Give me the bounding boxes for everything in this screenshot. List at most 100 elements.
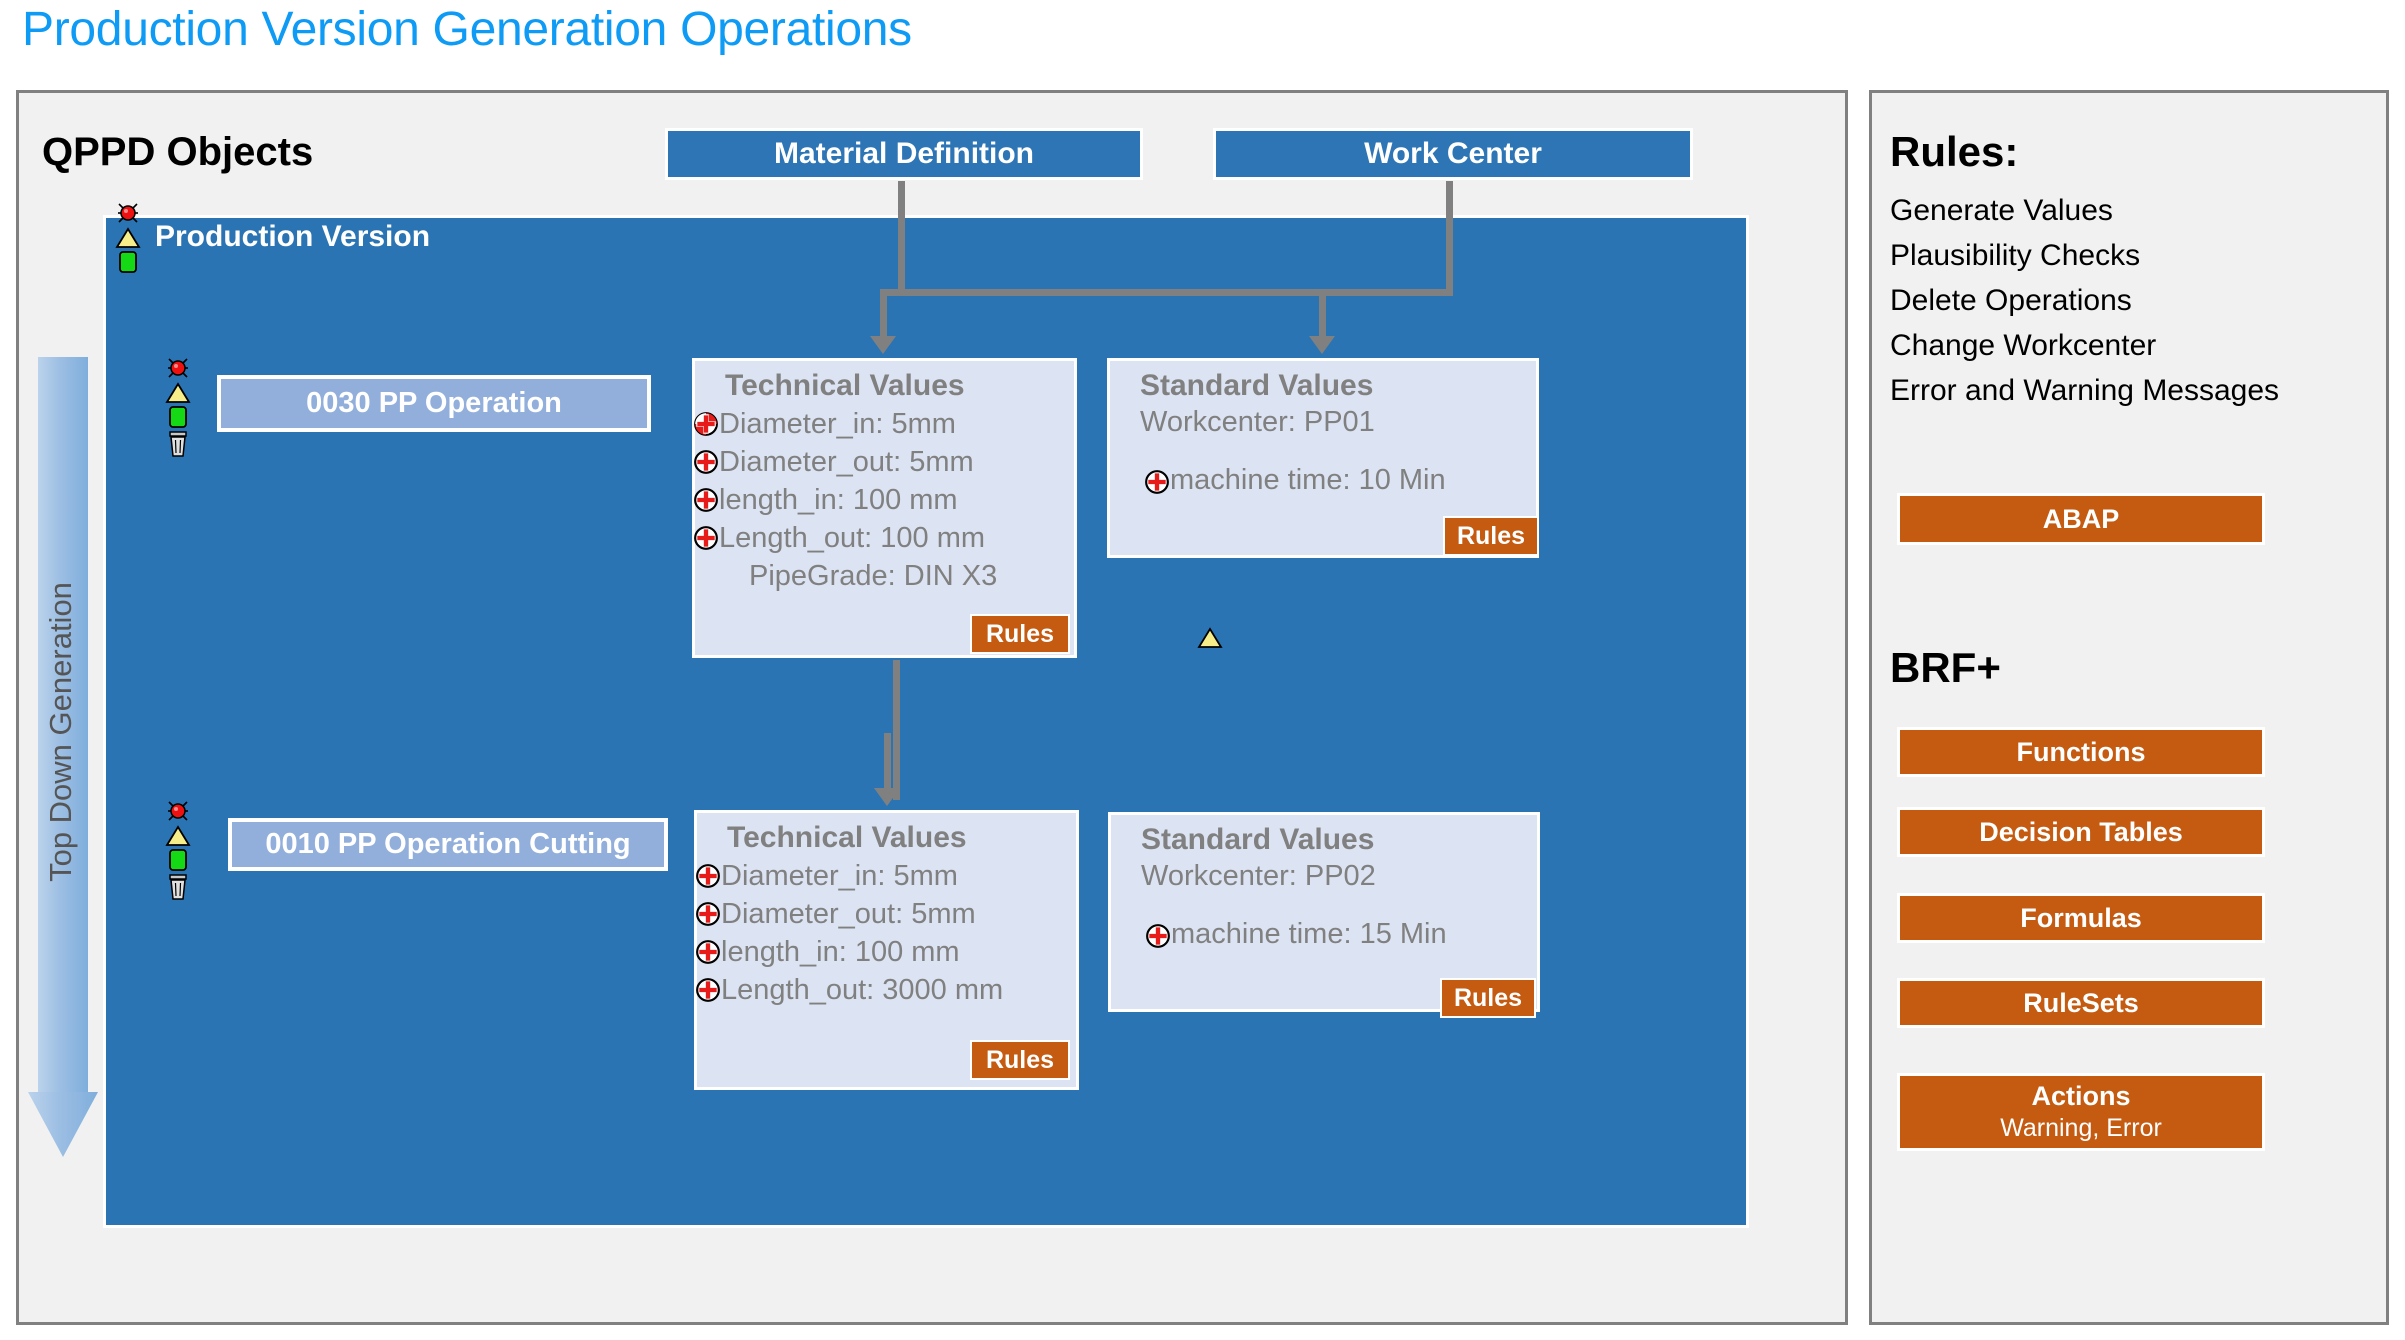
rules-list-item: Error and Warning Messages [1890,374,2280,407]
technical-value-line: Diameter_in: 5mm [696,857,1076,895]
abap-button[interactable]: ABAP [1897,493,2265,545]
green-status-icon [169,406,187,428]
trash-icon[interactable] [166,430,190,458]
operation-0010-box[interactable]: 0010 PP Operation Cutting [228,818,668,871]
technical-value-text: Diameter_in: 5mm [719,408,956,440]
red-lamp-icon [168,358,188,378]
technical-value-text: PipeGrade: DIN X3 [749,560,998,592]
connector-material-vertical [898,181,905,295]
qppd-objects-heading: QPPD Objects [42,130,314,174]
rules-tag-technical-values-0010[interactable]: Rules [970,1040,1070,1080]
standard-value-machine-time: machine time: 10 Min [1145,461,1536,499]
arrow-shaft [38,357,88,1092]
connector-arrow-standard-values-1 [1309,336,1335,354]
production-version-status-icons [112,200,144,275]
technical-value-text: Diameter_out: 5mm [719,446,974,478]
rules-list-item: Generate Values [1890,194,2113,227]
rules-tag-technical-values-0030[interactable]: Rules [970,614,1070,654]
technical-values-title: Technical Values [727,821,967,854]
yellow-warning-triangle-icon [1197,627,1223,648]
standard-values-title: Standard Values [1141,823,1375,856]
production-version-label: Production Version [155,220,431,253]
work-center-box[interactable]: Work Center [1213,128,1693,180]
standard-value-text: machine time: 15 Min [1171,918,1447,950]
rules-list-item: Delete Operations [1890,284,2132,317]
green-status-icon [169,849,187,871]
technical-value-line: Diameter_out: 5mm [694,443,1074,481]
brfplus-rulesets-button[interactable]: RuleSets [1897,978,2265,1028]
operation-0030-box[interactable]: 0030 PP Operation [217,375,651,432]
rule-marker-icon [694,488,718,512]
connector-tv1-to-tv2-lower [884,733,891,791]
abap-button-label: ABAP [2042,503,2120,534]
connector-arrow-technical-values-1 [870,336,896,354]
technical-value-line: Diameter_in: 5mm [694,405,1074,443]
rule-marker-icon [694,450,718,474]
brfplus-actions-label: Actions [2031,1081,2131,1111]
rules-list: Generate Values Plausibility Checks Dele… [1890,188,2370,413]
yellow-warning-triangle-icon [115,227,141,248]
technical-values-title: Technical Values [725,369,965,402]
connector-horizontal-bar [880,289,1453,296]
technical-value-line: Diameter_out: 5mm [696,895,1076,933]
technical-value-line: length_in: 100 mm [696,933,1076,971]
green-status-icon [119,251,137,273]
brfplus-heading: BRF+ [1890,644,2001,691]
brfplus-actions-button[interactable]: Actions Warning, Error [1897,1073,2265,1151]
technical-value-line: Length_out: 100 mm [694,519,1074,557]
rules-tag-standard-values-0030[interactable]: Rules [1443,516,1539,556]
brfplus-formulas-button[interactable]: Formulas [1897,893,2265,943]
rules-list-item: Plausibility Checks [1890,239,2141,272]
rule-marker-icon [1145,470,1169,494]
yellow-warning-triangle-icon [165,382,191,403]
connector-tv1-to-tv2-upper [893,660,900,800]
brfplus-functions-label: Functions [2016,736,2146,767]
top-down-generation-label: Top Down Generation [43,582,78,882]
rules-list-item: Change Workcenter [1890,329,2157,362]
arrow-head [28,1092,98,1157]
brfplus-actions-sublabel: Warning, Error [2000,1114,2162,1142]
rule-marker-icon [1146,924,1170,948]
operation-0010-status-icons [162,798,194,902]
standard-value-machine-time: machine time: 15 Min [1146,915,1537,953]
technical-value-text: length_in: 100 mm [721,936,960,968]
top-down-generation-arrow: Top Down Generation [28,357,98,1157]
rules-tag-standard-values-0010[interactable]: Rules [1440,978,1536,1018]
material-definition-box[interactable]: Material Definition [665,128,1143,180]
rule-marker-icon [694,526,718,550]
brfplus-functions-button[interactable]: Functions [1897,727,2265,777]
connector-workcenter-vertical [1446,181,1453,295]
technical-value-line: PipeGrade: DIN X3 [695,557,1074,595]
page-title: Production Version Generation Operations [22,3,912,56]
technical-value-text: length_in: 100 mm [719,484,958,516]
rules-heading: Rules: [1890,128,2019,175]
brfplus-rulesets-label: RuleSets [2023,987,2139,1018]
brfplus-decision-tables-button[interactable]: Decision Tables [1897,807,2265,857]
trash-icon[interactable] [166,873,190,901]
standard-value-text: machine time: 10 Min [1170,464,1446,496]
rule-marker-icon [694,412,718,436]
technical-values-box-0030: Technical Values Diameter_in: 5mm [692,358,1077,658]
yellow-warning-triangle-icon [165,825,191,846]
connector-to-standard-values-1 [1319,289,1326,339]
technical-value-text: Length_out: 100 mm [719,522,986,554]
rule-marker-icon [696,978,720,1002]
brfplus-decision-tables-label: Decision Tables [1979,816,2183,847]
technical-value-text: Length_out: 3000 mm [721,974,1004,1006]
technical-value-text: Diameter_out: 5mm [721,898,976,930]
rule-marker-icon [696,902,720,926]
technical-value-line: Length_out: 3000 mm [696,971,1076,1009]
connector-arrow-technical-values-2 [874,788,900,806]
rule-marker-icon [696,940,720,964]
red-lamp-icon [168,801,188,821]
operation-0030-status-icons [162,355,194,459]
brfplus-formulas-label: Formulas [2020,902,2142,933]
red-lamp-icon [118,203,138,223]
technical-value-line: length_in: 100 mm [694,481,1074,519]
connector-to-technical-values-1 [880,289,887,339]
standard-values-title: Standard Values [1140,369,1374,402]
standard-value-workcenter: Workcenter: PP02 [1141,860,1376,892]
rule-marker-icon [696,864,720,888]
technical-value-text: Diameter_in: 5mm [721,860,958,892]
